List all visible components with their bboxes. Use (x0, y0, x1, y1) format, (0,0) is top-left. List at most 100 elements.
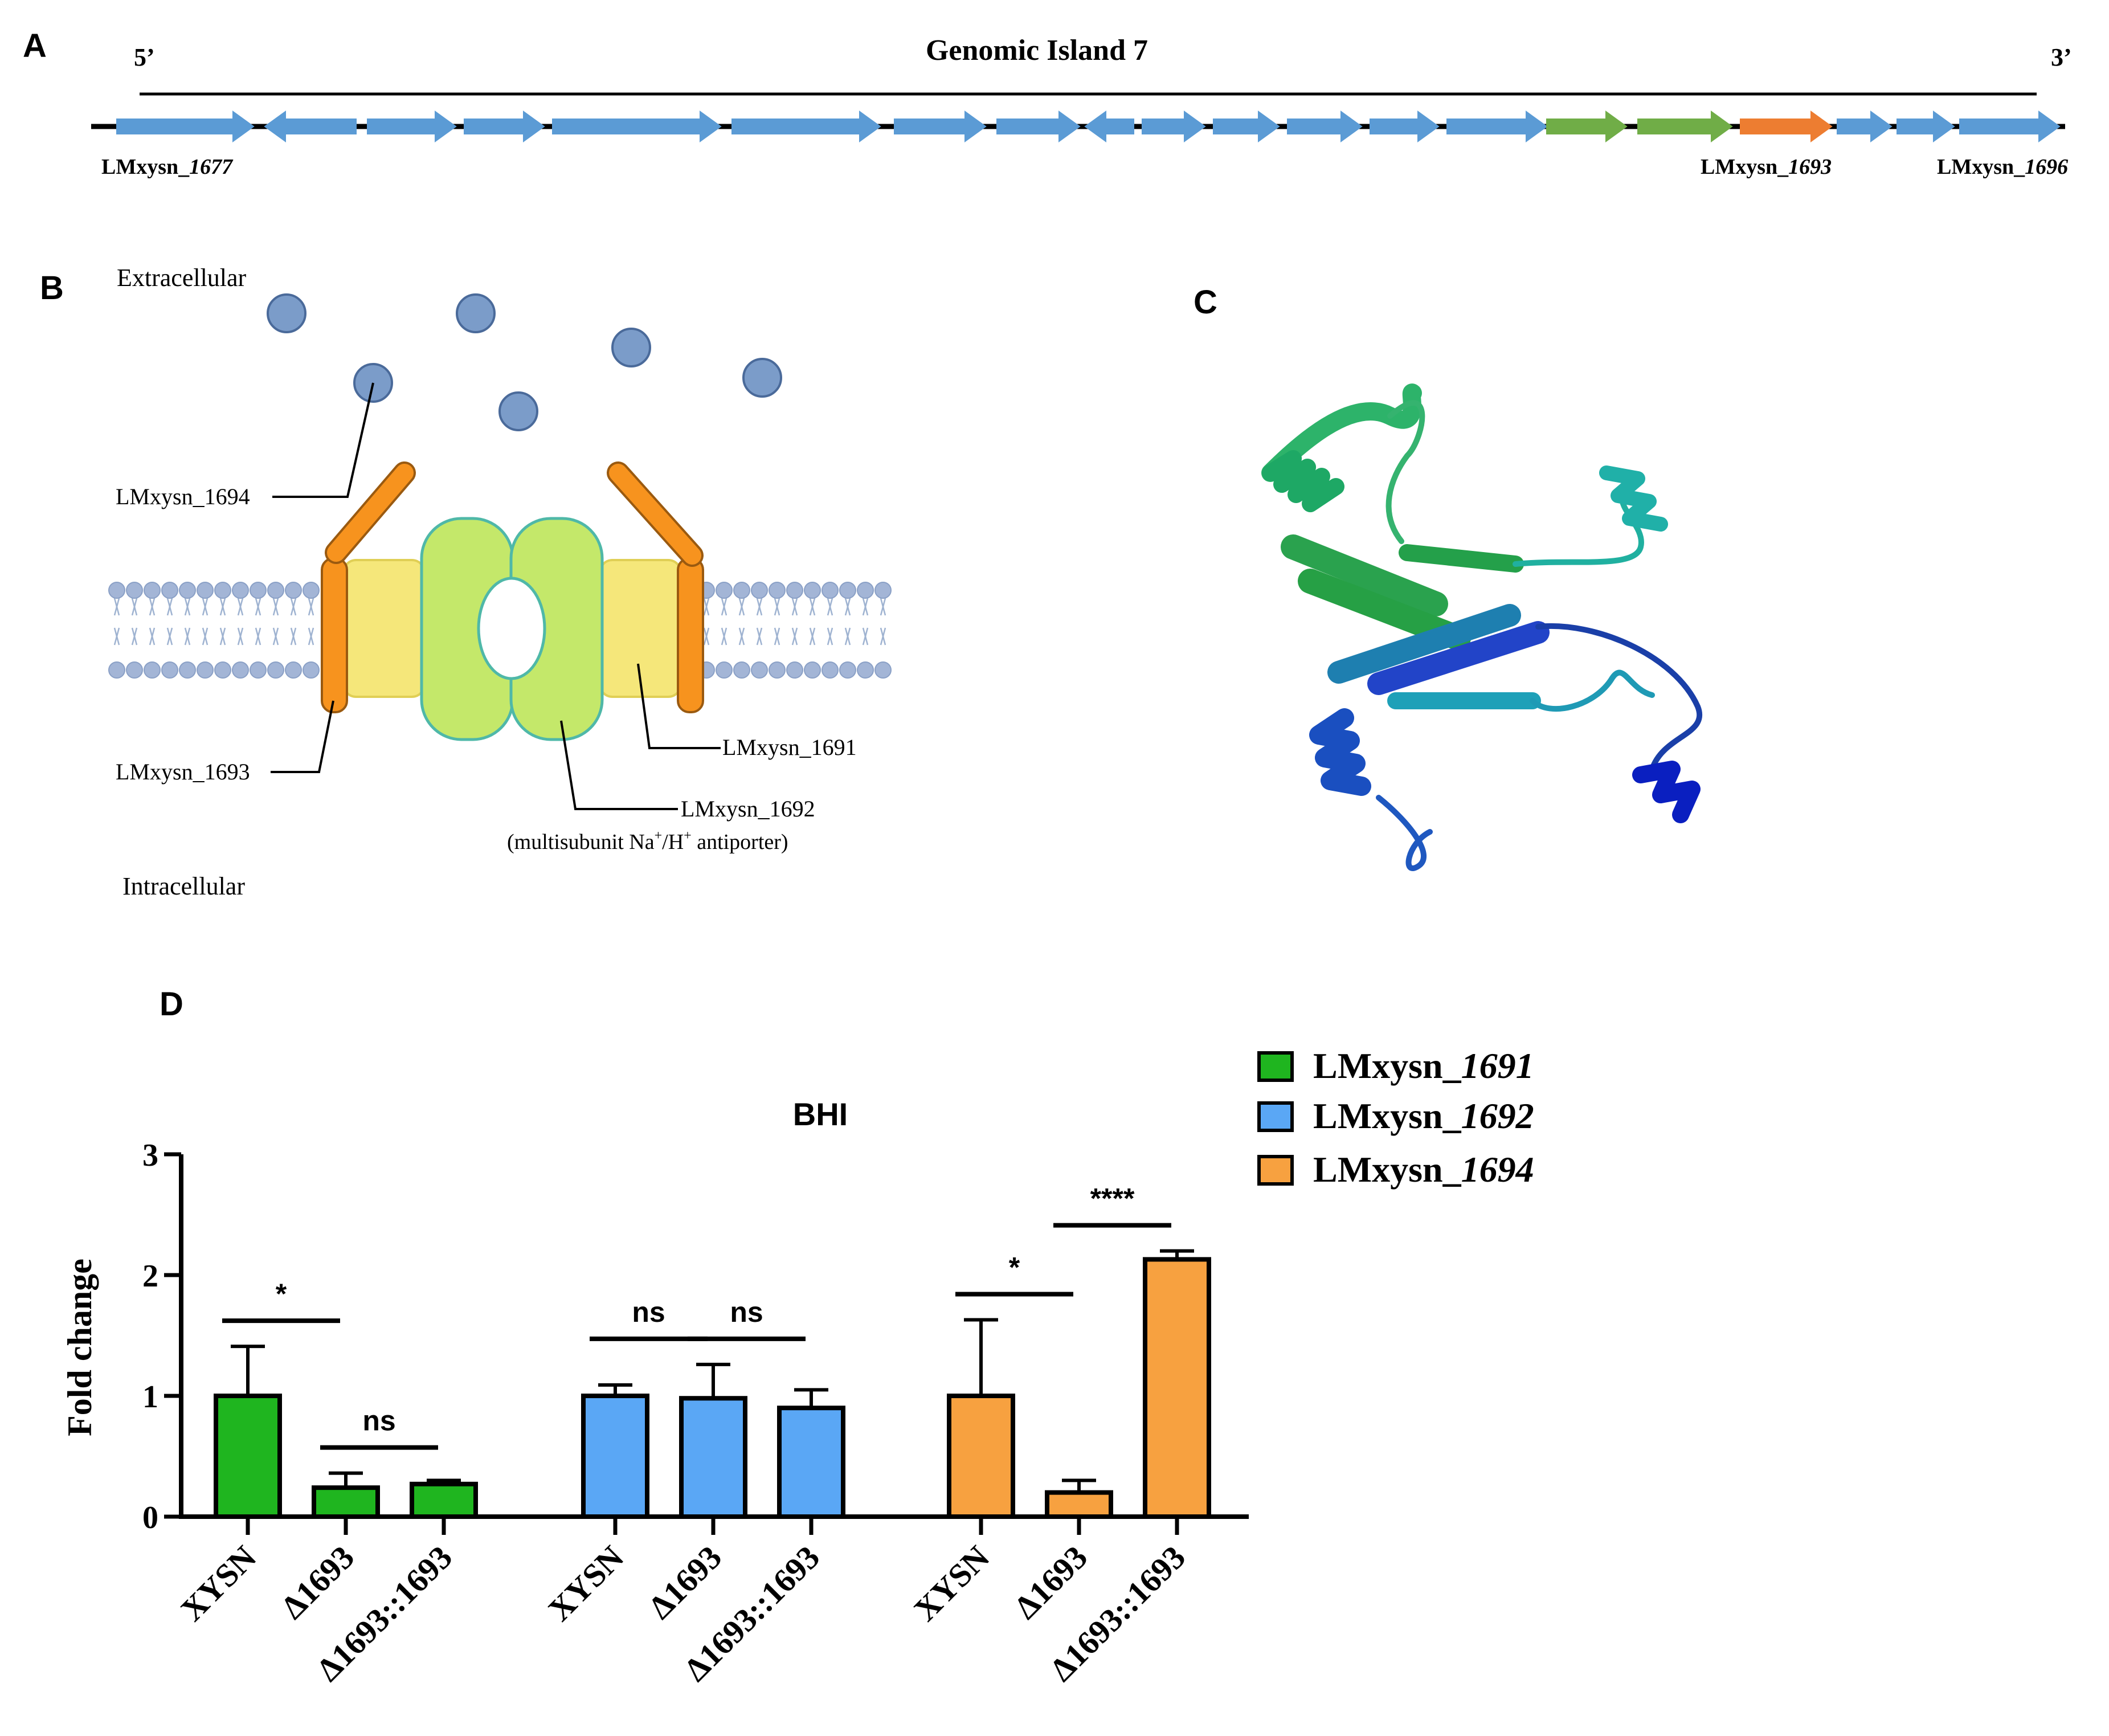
lipid-head (733, 582, 750, 599)
gene-arrow (1287, 111, 1363, 142)
lipid-head (179, 661, 196, 679)
lipid-head (108, 661, 125, 679)
lipid-tail (219, 598, 226, 616)
lipid-head (733, 661, 750, 679)
ion-particle (498, 391, 538, 431)
lipid-tail (184, 627, 191, 646)
callout-line-1691 (637, 663, 721, 749)
gene-arrow (1897, 111, 1955, 142)
label-1692: LMxysn_1692 (681, 796, 815, 822)
lipid-tail (791, 598, 798, 616)
extracellular-label: Extracellular (117, 264, 247, 292)
lipid-head (716, 582, 733, 599)
gene-arrow (1837, 111, 1893, 142)
gene-arrow (996, 111, 1081, 142)
loop-right (1513, 487, 1644, 567)
lipid-tail (827, 598, 833, 616)
lipid-tail (756, 598, 763, 616)
callout-lines (271, 382, 721, 810)
loop-lower-right (1530, 669, 1655, 712)
gene-arrow (116, 111, 255, 142)
lipid-head (751, 582, 768, 599)
x-tick-label: Δ1693 (273, 1538, 361, 1626)
lipid-tail (255, 627, 261, 646)
label-1694: LMxysn_1694 (116, 484, 250, 509)
lipid-head (716, 661, 733, 679)
lipid-tail (237, 627, 244, 646)
bar (947, 1394, 1015, 1519)
orange-arm-left (327, 464, 414, 562)
lipid-tail (290, 627, 297, 646)
lipid-tail (721, 627, 727, 646)
bar (581, 1394, 649, 1519)
lipid-head (214, 582, 231, 599)
lipid-head (144, 582, 161, 599)
lipid-head (769, 582, 786, 599)
gene-label-1696: LMxysn_1696 (1937, 155, 2068, 179)
lipid-tail (131, 598, 138, 616)
lipid-head (303, 582, 320, 599)
lipid-head (769, 661, 786, 679)
bar (312, 1485, 380, 1519)
helix-c-terminal (1632, 761, 1701, 823)
lipid-head (126, 661, 143, 679)
lipid-head (821, 582, 839, 599)
ion-particle (742, 358, 782, 398)
sheet-strand-4 (1327, 604, 1521, 684)
lipid-tail (774, 627, 780, 646)
lipid-head (267, 661, 284, 679)
gene-track (116, 111, 2061, 142)
lipid-tail (827, 627, 833, 646)
lipid-tail (738, 627, 745, 646)
x-tick-label: XYSN (174, 1538, 264, 1628)
lipid-head (804, 661, 821, 679)
significance-label: ns (362, 1405, 395, 1437)
lipid-head (108, 582, 125, 599)
lipid-tail (880, 598, 886, 616)
lipid-head (786, 582, 803, 599)
gene-arrow (1446, 111, 1548, 142)
x-tick-label: XYSN (541, 1538, 631, 1628)
x-tick-label: Δ1693 (1007, 1538, 1094, 1626)
lipid-tail (219, 627, 226, 646)
intracellular-label: Intracellular (122, 872, 245, 900)
lipid-tail (703, 598, 710, 616)
lipid-tail (756, 627, 763, 646)
gene-arrow (367, 111, 457, 142)
x-tick-label: XYSN (907, 1538, 997, 1628)
lipid-head (232, 582, 249, 599)
lipid-tail (809, 598, 816, 616)
lipid-tail (774, 598, 780, 616)
gene-arrow (1740, 111, 1833, 142)
lipid-head (751, 661, 768, 679)
lipid-head (267, 582, 284, 599)
lipid-tail (149, 598, 156, 616)
lipid-tail (703, 627, 710, 646)
lipid-head (144, 661, 161, 679)
lipid-tail (255, 598, 261, 616)
helix-bottom (1309, 708, 1371, 796)
lipid-tail (166, 627, 173, 646)
lipid-tail (738, 598, 745, 616)
orange-arm-right (609, 464, 701, 565)
gene-arrow (1959, 111, 2061, 142)
y-tick-label: 2 (142, 1259, 158, 1294)
protein-structure-ribbon (1261, 383, 1703, 871)
lipid-head (804, 582, 821, 599)
label-1692-description: (multisubunit Na+/H+ antiporter) (507, 828, 788, 854)
lipid-head (303, 661, 320, 679)
lipid-head (232, 661, 249, 679)
y-tick-label: 1 (142, 1379, 158, 1415)
five-prime-label: 5’ (134, 43, 155, 71)
label-1691: LMxysn_1691 (722, 734, 857, 760)
significance-label: **** (1090, 1183, 1135, 1215)
lipid-tail (166, 598, 173, 616)
gene-arrow (1637, 111, 1733, 142)
orange-anchor-left (321, 557, 348, 713)
genomic-island-title: Genomic Island 7 (926, 34, 1148, 67)
ion-particle (456, 293, 496, 333)
lipid-head (197, 582, 214, 599)
lipid-tail (272, 627, 279, 646)
